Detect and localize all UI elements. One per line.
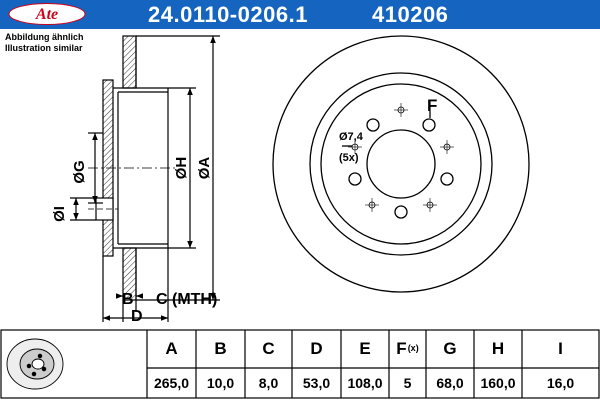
label-b: B (122, 291, 134, 308)
value-a: 265,0 (153, 374, 190, 391)
col-header-g: G (443, 339, 457, 358)
col-header-f-label: F (396, 339, 407, 358)
value-g: 68,0 (436, 374, 464, 391)
header-bar (0, 0, 600, 29)
col-header-d: D (310, 339, 323, 358)
col-header-i: I (558, 339, 563, 358)
note-en: Illustration similar (5, 43, 83, 53)
value-b: 10,0 (206, 374, 235, 391)
col-header-h: H (491, 339, 505, 358)
label-dia-h: ØH (173, 157, 190, 180)
brand-name: Ate (35, 6, 58, 23)
col-header-b: B (214, 339, 227, 358)
part-number: 24.0110-0206.1 (148, 2, 308, 27)
label-dia-a: ØA (196, 157, 213, 180)
note-de: Abbildung ähnlich (5, 32, 84, 42)
reference-number: 410206 (372, 2, 449, 27)
front-view (272, 35, 530, 293)
value-c: 8,0 (258, 374, 279, 391)
value-d: 53,0 (302, 374, 331, 391)
label-d: D (131, 308, 143, 325)
value-e: 108,0 (347, 374, 383, 391)
col-header-f-sub: (x) (407, 343, 419, 353)
col-header-f: F(x) (389, 331, 426, 367)
label-c-mth: C (MTH) (156, 291, 217, 308)
value-h: 160,0 (480, 374, 516, 391)
col-header-c: C (262, 339, 275, 358)
value-i: 16,0 (546, 374, 575, 391)
spec-table (0, 329, 600, 399)
label-hole-diameter: Ø7,4 (339, 131, 364, 143)
label-dia-i: ØI (51, 206, 68, 222)
label-hole-count: (5x) (339, 152, 359, 164)
disc-thumbnail (6, 338, 64, 390)
label-dia-g: ØG (71, 160, 88, 183)
col-header-a: A (165, 339, 178, 358)
side-section-view (70, 35, 220, 322)
value-f: 5 (403, 374, 412, 391)
col-header-e: E (359, 339, 371, 358)
label-f: F (427, 96, 437, 115)
ate-logo: Ate (8, 3, 86, 25)
technical-drawing: ØG ØI ØH ØA B C (MTH) D F Ø7,4 (5x) (51, 35, 530, 325)
